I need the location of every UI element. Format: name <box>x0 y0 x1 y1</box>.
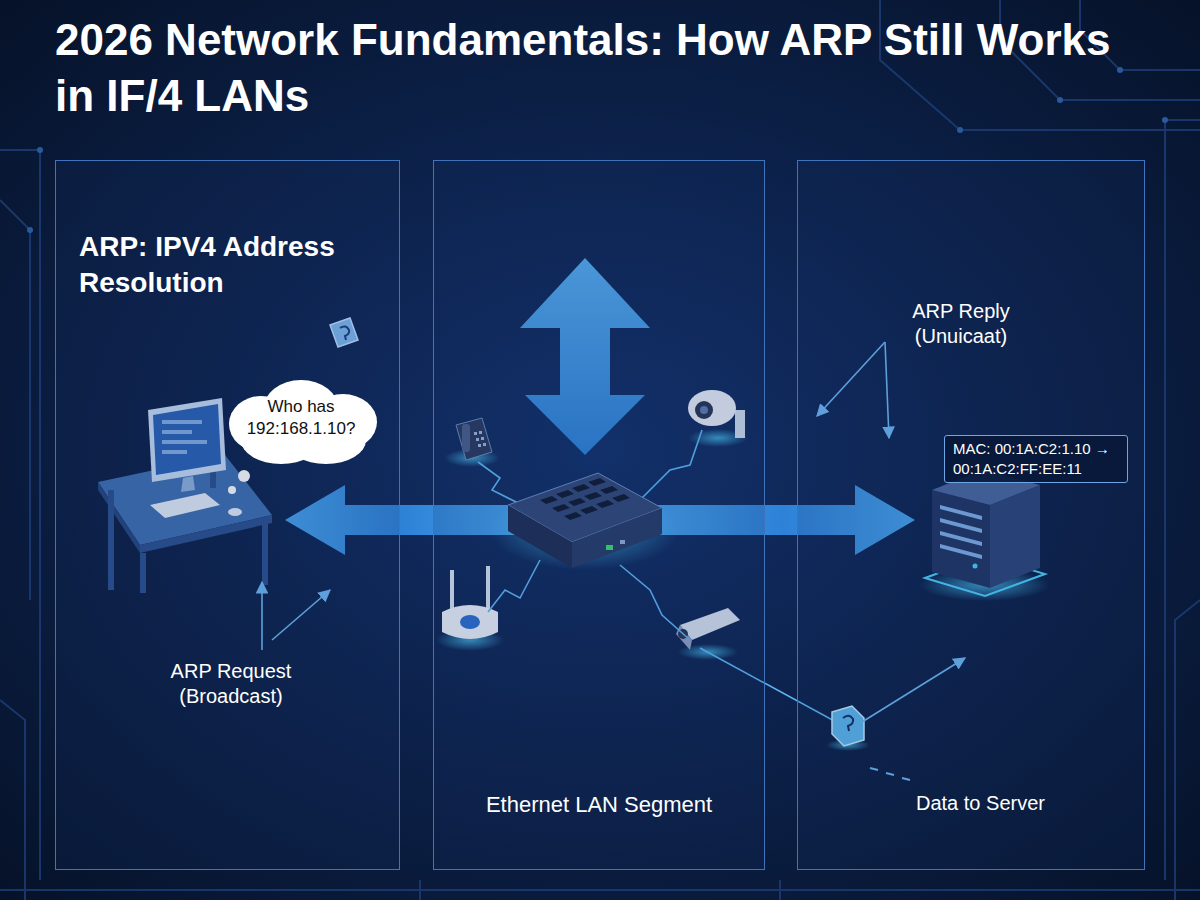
circuit-traces <box>0 700 25 900</box>
text-slot: ARP: IPV4 Address Resolution <box>79 229 379 301</box>
page-title: 2026 Network Fundamentals: How ARP Still… <box>55 12 1155 124</box>
text-slot: Who has 192:168.1.10? <box>231 396 371 440</box>
speech-bubble: Who has 192:168.1.10? <box>221 374 381 469</box>
panel-heading: ARP: IPV4 Address Resolution <box>79 229 379 301</box>
text-slot: ARP Request (Broadcast) <box>151 659 311 709</box>
circuit-traces <box>1175 600 1200 900</box>
bubble-text: Who has 192:168.1.10? <box>231 396 371 440</box>
right-panel: ARP Reply (Unuicaat) Data to Server MAC: 0… <box>797 160 1145 870</box>
text-slot: Data to Server <box>916 791 1086 816</box>
circuit-traces <box>0 150 40 880</box>
mac-box: MAC: 00:1A:C2:1.10 → 00:1A:C2:FF:EE:11 <box>944 435 1128 483</box>
data-label: Data to Server <box>916 791 1086 816</box>
left-panel: ARP: IPV4 Address ResolutionARP Request … <box>55 160 400 870</box>
circuit-traces <box>0 200 30 600</box>
text-slot: Ethernet LAN Segment <box>434 791 764 819</box>
trace-dots <box>957 127 963 133</box>
segment-label: Ethernet LAN Segment <box>434 791 764 819</box>
trace-dots <box>27 227 33 233</box>
text-slot: MAC: 00:1A:C2:1.10 → 00:1A:C2:FF:EE:11 <box>953 439 1119 479</box>
arrow-label: ARP Reply (Unuicaat) <box>891 299 1031 349</box>
middle-panel: Ethernet LAN Segment <box>433 160 765 870</box>
trace-dots <box>37 147 43 153</box>
mac-text: MAC: 00:1A:C2:1.10 → 00:1A:C2:FF:EE:11 <box>953 439 1119 479</box>
text-slot: ARP Reply (Unuicaat) <box>891 299 1031 349</box>
circuit-traces <box>0 889 1200 891</box>
arrow-label: ARP Request (Broadcast) <box>151 659 311 709</box>
trace-dots <box>1117 67 1123 73</box>
circuit-traces <box>1165 120 1200 880</box>
trace-dots <box>1057 97 1063 103</box>
trace-dots <box>1162 117 1168 123</box>
